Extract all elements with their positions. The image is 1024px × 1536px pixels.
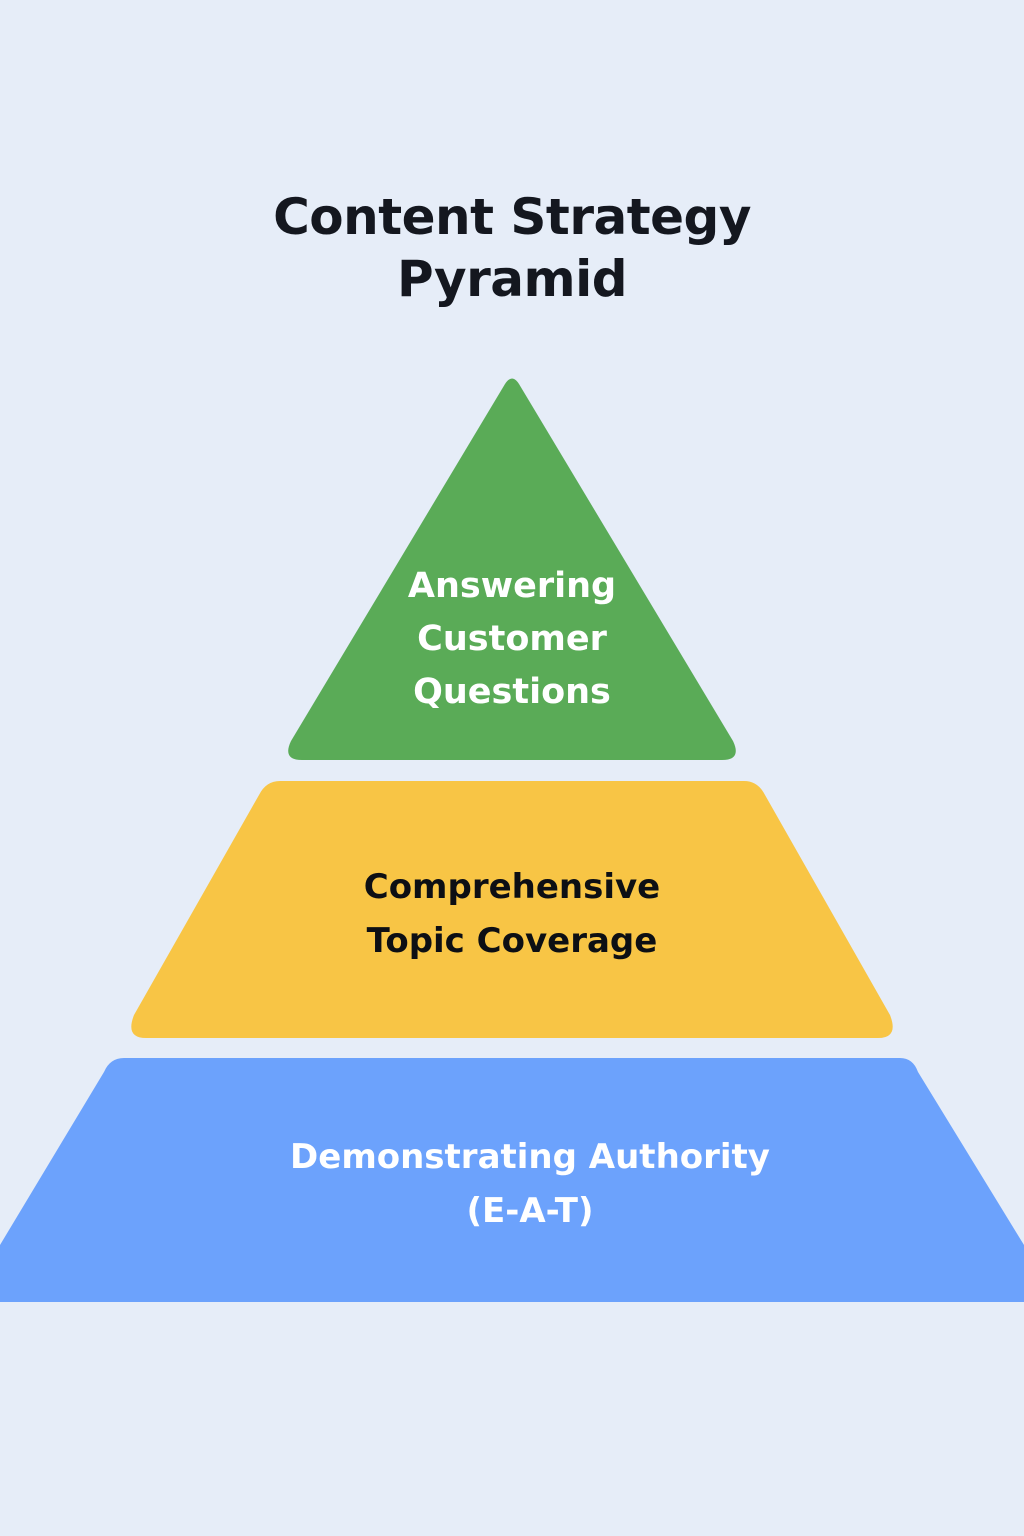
tier-middle-line-2: Topic Coverage — [366, 921, 658, 961]
tier-top-line-2: Customer — [417, 619, 607, 659]
tier-top-shape — [288, 378, 736, 760]
tier-top-label: Answering Customer Questions — [362, 560, 662, 719]
title-line-1: Content Strategy — [273, 188, 751, 246]
tier-middle-line-1: Comprehensive — [363, 867, 661, 907]
tier-top-line-3: Questions — [413, 672, 611, 712]
tier-bottom-label: Demonstrating Authority (E-A-T) — [180, 1130, 880, 1238]
tier-top-line-1: Answering — [407, 566, 617, 606]
tier-bottom-line-1: Demonstrating Authority — [290, 1137, 770, 1177]
tier-middle-label: Comprehensive Topic Coverage — [262, 860, 762, 968]
tier-bottom-shape — [0, 1058, 1024, 1302]
tier-bottom-line-2: (E-A-T) — [466, 1191, 594, 1231]
tier-middle-shape — [131, 781, 893, 1038]
page-title: Content Strategy Pyramid — [0, 186, 1024, 310]
title-line-2: Pyramid — [396, 250, 628, 308]
